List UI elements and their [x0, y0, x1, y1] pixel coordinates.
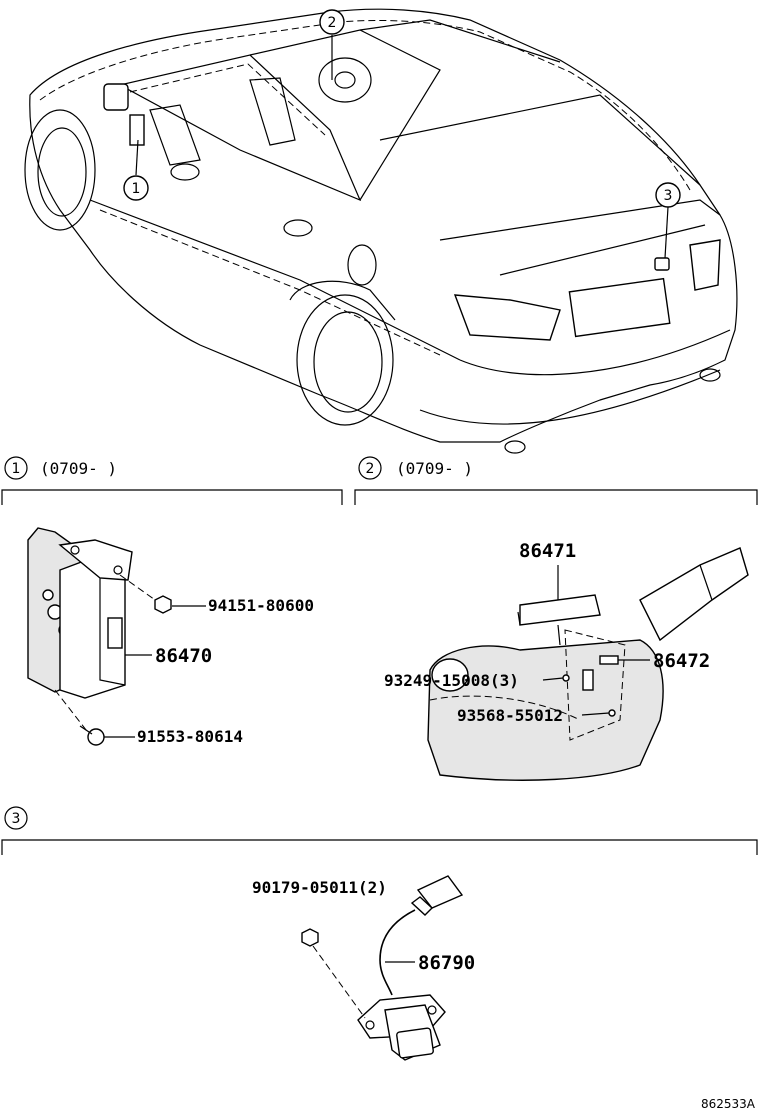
- svg-text:1: 1: [12, 461, 21, 477]
- svg-text:3: 3: [12, 811, 21, 827]
- svg-text:1: 1: [132, 181, 141, 197]
- part-label-86470: 86470: [155, 645, 212, 667]
- steering-column-assembly: [427, 547, 749, 781]
- part-label-94151-80600: 94151-80600: [208, 596, 314, 615]
- section-1-header: 1 (0709- ): [1, 456, 343, 505]
- part-label-93568-55012: 93568-55012: [457, 706, 563, 725]
- part-label-91553-80614: 91553-80614: [137, 727, 243, 746]
- rear-camera-86790: [357, 875, 464, 1061]
- svg-text:2: 2: [366, 461, 375, 477]
- diagram-reference-code: 862533A: [701, 1097, 756, 1111]
- section-3-header: 3: [1, 806, 758, 855]
- part-label-86471: 86471: [519, 540, 576, 562]
- section-2-header: 2 (0709- ): [354, 456, 758, 505]
- callout-2[interactable]: 2: [319, 9, 345, 80]
- callout-1[interactable]: 1: [123, 139, 149, 201]
- part-label-86790: 86790: [418, 952, 475, 974]
- part-label-86472: 86472: [653, 650, 710, 672]
- svg-text:3: 3: [664, 188, 673, 204]
- nut-90179-05011: [301, 928, 319, 947]
- callout-3[interactable]: 3: [655, 182, 681, 259]
- part-label-90179-05011: 90179-05011(2): [252, 878, 387, 897]
- part-label-93249-15008: 93249-15008(3): [384, 671, 519, 690]
- svg-text:(0709- ): (0709- ): [40, 459, 117, 478]
- svg-text:(0709- ): (0709- ): [396, 459, 473, 478]
- screw-91553-80614: [79, 725, 105, 746]
- svg-text:2: 2: [328, 15, 337, 31]
- nut-94151-80600: [154, 595, 172, 614]
- car-overview-illustration: [24, 8, 738, 454]
- module-bracket-86470: [27, 527, 159, 736]
